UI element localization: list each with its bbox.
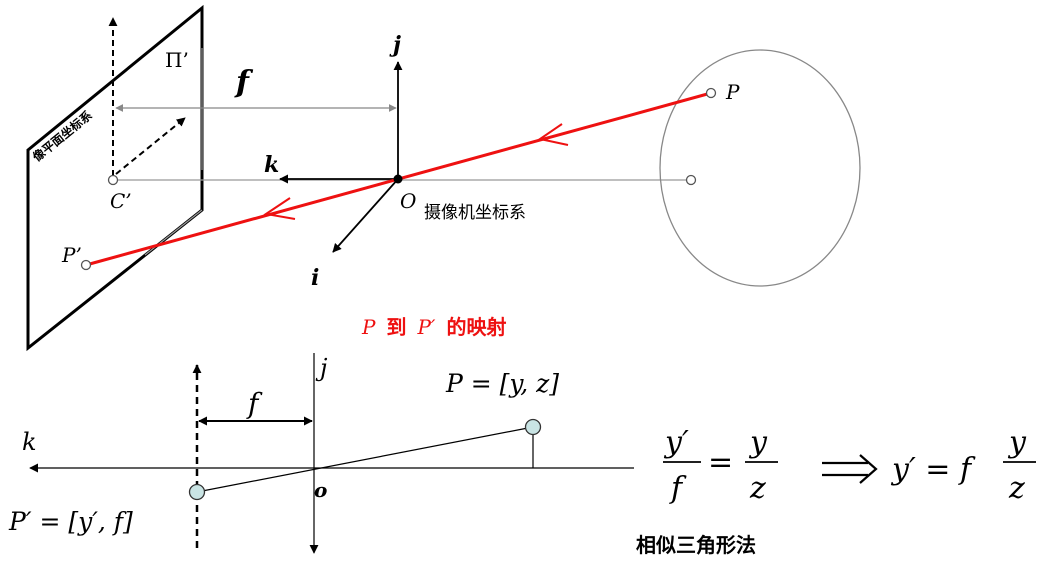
origin-point bbox=[393, 174, 403, 184]
point-p-2d bbox=[524, 418, 542, 436]
similar-triangle-equation: y′ f = y z bbox=[663, 425, 778, 506]
point-p-prime-2d bbox=[188, 483, 206, 501]
eq-num-right: y bbox=[748, 425, 768, 460]
focal-label: f bbox=[234, 65, 254, 100]
result-den: z bbox=[1008, 471, 1025, 506]
point-p-prime-label: P’ bbox=[61, 243, 82, 267]
method-label: 相似三角形法 bbox=[636, 533, 756, 557]
camera-coords-label: 摄像机坐标系 bbox=[424, 203, 526, 223]
eq-den-right: z bbox=[749, 471, 766, 506]
origin-label: O bbox=[400, 189, 416, 213]
bottom-2d-diagram: j k o f P = [y, z] P′ = [y′, f] y′ f = y… bbox=[8, 353, 1036, 557]
image-plane-diagonal-axis bbox=[115, 117, 186, 175]
point-p bbox=[705, 87, 717, 99]
j-axis-label: j bbox=[389, 32, 401, 58]
result-num: y bbox=[1007, 425, 1027, 460]
ray-arrow-lower bbox=[263, 197, 296, 220]
image-plane-coords-label: 像平面坐标系 bbox=[29, 107, 94, 164]
plane-label: Π’ bbox=[165, 48, 189, 72]
eq-den-left: f bbox=[669, 471, 687, 506]
result-equation: y′ = f y z bbox=[890, 425, 1036, 506]
p-prime-coord-label: P′ = [y′, f] bbox=[8, 507, 133, 536]
mapping-p-prime: P′ bbox=[416, 315, 435, 339]
top-3d-diagram: Π’ f j k i O 摄像机坐标系 像平面坐标系 P P’ C’ P 到 P… bbox=[26, 4, 861, 352]
point-c-prime bbox=[107, 174, 119, 186]
j-axis-2d-label: j bbox=[315, 354, 328, 382]
point-p-label: P bbox=[725, 80, 740, 104]
focal-2d-label: f bbox=[246, 387, 263, 420]
virtual-plane bbox=[144, 48, 203, 256]
i-axis bbox=[332, 178, 399, 253]
mapping-to: 到 bbox=[386, 315, 406, 339]
mapping-p: P bbox=[361, 315, 376, 339]
point-c-prime-label: C’ bbox=[110, 189, 132, 213]
eq-equals: = bbox=[708, 445, 733, 480]
k-axis-label: k bbox=[264, 152, 279, 178]
object-ellipse bbox=[659, 49, 861, 287]
ray-arrow-upper bbox=[537, 123, 569, 146]
point-axis-end bbox=[685, 174, 697, 186]
mapping-rest: 的映射 bbox=[446, 315, 506, 339]
result-lhs: y′ = f bbox=[890, 452, 976, 487]
mapping-caption: P 到 P′ 的映射 bbox=[361, 315, 506, 339]
point-p-prime bbox=[80, 259, 92, 271]
i-axis-label: i bbox=[311, 265, 319, 291]
origin-2d-label: o bbox=[314, 478, 327, 502]
eq-num-left: y′ bbox=[663, 425, 689, 460]
ray-2d bbox=[196, 426, 534, 493]
p-coord-label: P = [y, z] bbox=[445, 369, 559, 398]
implies-arrow-icon bbox=[822, 454, 878, 484]
k-axis-2d-label: k bbox=[22, 428, 37, 456]
